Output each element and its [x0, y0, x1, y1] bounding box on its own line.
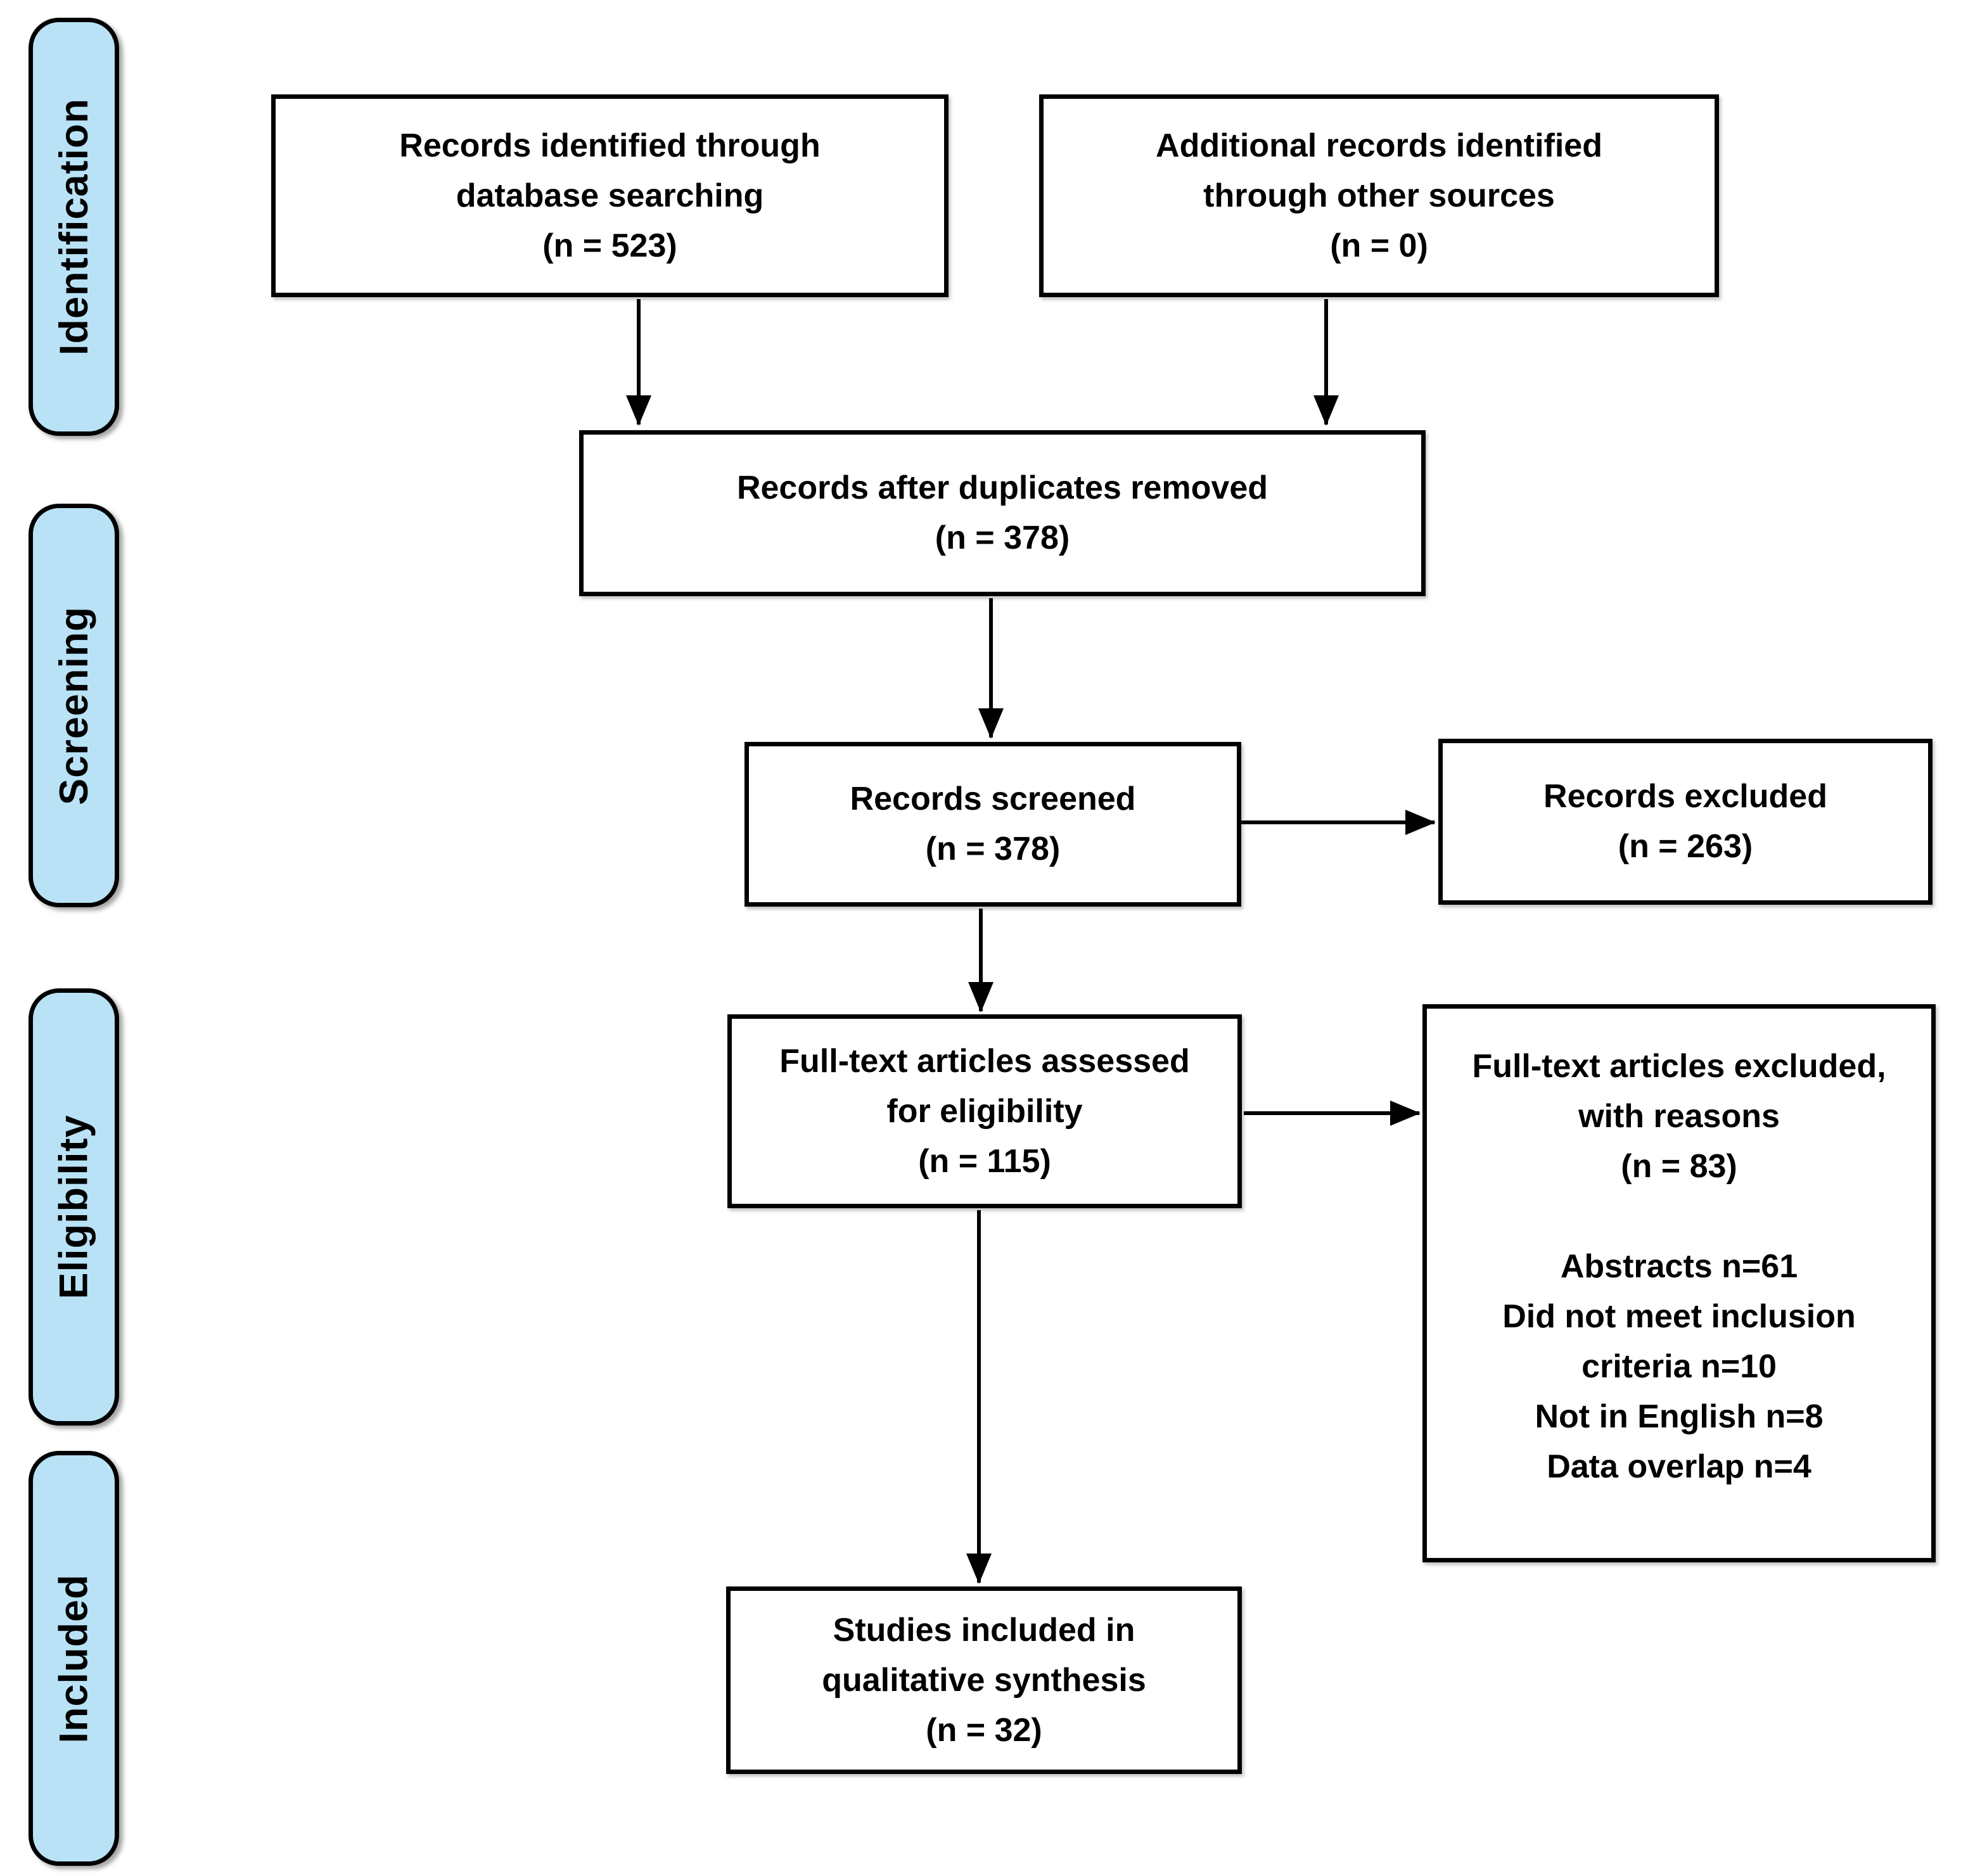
exclusion-reason: Abstracts n=61	[1560, 1248, 1798, 1285]
box-text-line: Records screened	[850, 781, 1136, 817]
box-text-line: qualitative synthesis	[822, 1661, 1146, 1699]
exclusion-reason: Did not meet inclusion	[1502, 1298, 1856, 1335]
box-text-line: Records identified through	[399, 127, 821, 164]
stage-screening: Screening	[29, 504, 119, 907]
box-text-line: Studies included in	[833, 1611, 1135, 1649]
box-duplicates-removed: Records after duplicates removed (n = 37…	[579, 430, 1426, 596]
box-count: (n = 32)	[926, 1711, 1042, 1749]
box-text-line: Full-text articles excluded,	[1472, 1048, 1886, 1085]
box-records-identified: Records identified through database sear…	[271, 94, 949, 297]
box-text-line: Records after duplicates removed	[736, 469, 1268, 506]
stage-included-label: Included	[51, 1573, 96, 1744]
exclusion-reason: Not in English n=8	[1535, 1398, 1824, 1435]
stage-screening-label: Screening	[51, 606, 96, 805]
box-fulltext-excluded: Full-text articles excluded, with reason…	[1422, 1004, 1936, 1562]
box-count: (n = 263)	[1618, 828, 1753, 865]
box-text-line: Records excluded	[1543, 778, 1827, 815]
box-fulltext-assessed: Full-text articles assessed for eligibil…	[727, 1014, 1242, 1208]
box-additional-records: Additional records identified through ot…	[1039, 94, 1719, 297]
box-text-line: for eligibility	[886, 1092, 1083, 1130]
box-count: (n = 115)	[918, 1142, 1051, 1180]
stage-eligibility-label: Eligibility	[51, 1114, 96, 1299]
box-count: (n = 378)	[925, 831, 1061, 867]
stage-eligibility: Eligibility	[29, 988, 119, 1426]
stage-identification: Identification	[29, 18, 119, 436]
box-text-line: database searching	[456, 177, 764, 214]
box-text-line: Additional records identified	[1156, 127, 1602, 164]
box-studies-included: Studies included in qualitative synthesi…	[726, 1586, 1242, 1774]
box-text-line: through other sources	[1203, 177, 1555, 214]
box-text-line: Full-text articles assessed	[779, 1042, 1190, 1080]
exclusion-reason: criteria n=10	[1581, 1348, 1777, 1385]
box-records-screened: Records screened (n = 378)	[744, 742, 1241, 907]
box-text-line: with reasons	[1578, 1098, 1780, 1135]
box-count: (n = 0)	[1330, 227, 1428, 264]
stage-included: Included	[29, 1451, 119, 1866]
box-count: (n = 83)	[1621, 1148, 1737, 1185]
stage-identification-label: Identification	[51, 98, 96, 355]
exclusion-reason: Data overlap n=4	[1547, 1448, 1811, 1485]
box-records-excluded: Records excluded (n = 263)	[1438, 739, 1933, 905]
box-count: (n = 523)	[542, 227, 677, 264]
box-count: (n = 378)	[935, 520, 1070, 556]
